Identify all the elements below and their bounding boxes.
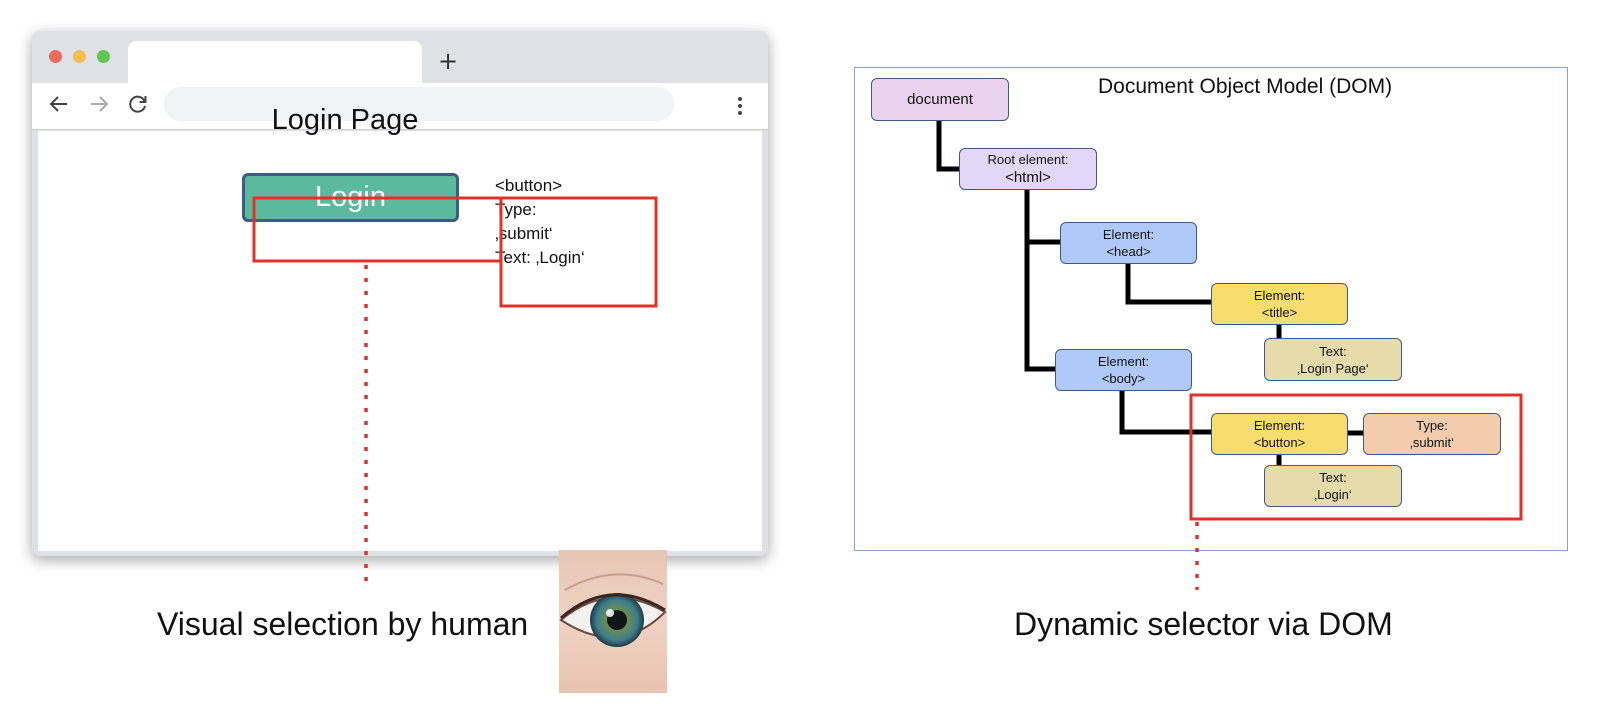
minimize-window-dot[interactable] (73, 50, 86, 63)
dom-diagram-title: Document Object Model (DOM) (1098, 75, 1393, 98)
node-title-text-line2: ‚Login Page‘ (1297, 360, 1369, 376)
info-line-type-value: ‚submit‘ (495, 224, 553, 243)
node-button-text-line2: ‚Login‘ (1314, 487, 1352, 502)
info-line-tag: <button> (495, 176, 563, 195)
node-root-line1: Root element: (987, 152, 1069, 167)
node-body: Element: <body> (1055, 349, 1192, 391)
button-highlight-box (252, 196, 503, 263)
node-button-text-line1: Text: (1319, 470, 1347, 485)
node-button-text: Text: ‚Login‘ (1264, 465, 1402, 507)
reload-icon[interactable] (127, 93, 149, 115)
node-type-line2: ‚submit‘ (1409, 435, 1455, 450)
address-bar[interactable] (164, 87, 674, 121)
info-line-type-label: Type: (495, 200, 537, 219)
node-button-line2: <button> (1253, 435, 1306, 450)
maximize-window-dot[interactable] (97, 50, 110, 63)
kebab-menu-icon[interactable] (732, 95, 748, 117)
node-button: Element: <button> (1211, 413, 1348, 455)
eye-icon (559, 550, 667, 693)
caption-dom-selector: Dynamic selector via DOM (1014, 606, 1393, 642)
connector-body-button (1119, 390, 1211, 435)
forward-arrow-icon[interactable] (88, 93, 110, 115)
close-window-dot[interactable] (49, 50, 62, 63)
info-line-text: Text: ‚Login‘ (495, 248, 585, 267)
node-type-line1: Type: (1416, 418, 1448, 433)
dom-highlight-box (1189, 393, 1523, 521)
node-title: Element: <title> (1211, 283, 1348, 325)
node-root-line2: <html> (1005, 169, 1051, 186)
node-type: Type: ‚submit‘ (1363, 413, 1501, 455)
node-body-line2: <body> (1101, 371, 1146, 386)
node-button-line1: Element: (1253, 418, 1306, 433)
browser-tab[interactable] (128, 41, 422, 83)
node-document: document (871, 78, 1009, 121)
node-root-html: Root element: <html> (959, 148, 1097, 190)
page-title: Login Page (271, 104, 419, 136)
back-arrow-icon[interactable] (48, 93, 70, 115)
node-title-text: Text: ‚Login Page‘ (1264, 338, 1402, 381)
browser-window: + (32, 31, 768, 556)
new-tab-button[interactable]: + (438, 47, 459, 75)
node-document-label: document (907, 91, 973, 108)
caption-visual-selection: Visual selection by human (157, 606, 529, 642)
button-info-box: <button> Type: ‚submit‘ Text: ‚Login‘ (495, 174, 585, 270)
node-body-line1: Element: (1097, 354, 1150, 369)
node-head-line1: Element: (1102, 227, 1155, 242)
node-title-line1: Element: (1253, 288, 1306, 303)
connector-head-title (1125, 263, 1211, 305)
node-head-line2: <head> (1106, 244, 1151, 259)
connector-document-html (936, 119, 959, 172)
browser-toolbar (32, 83, 768, 130)
node-head: Element: <head> (1060, 222, 1197, 264)
connector-html-body (1024, 189, 1055, 372)
info-highlight-box (499, 196, 658, 308)
node-title-line2: <title> (1261, 305, 1298, 320)
node-title-text-line1: Text: (1319, 343, 1347, 359)
